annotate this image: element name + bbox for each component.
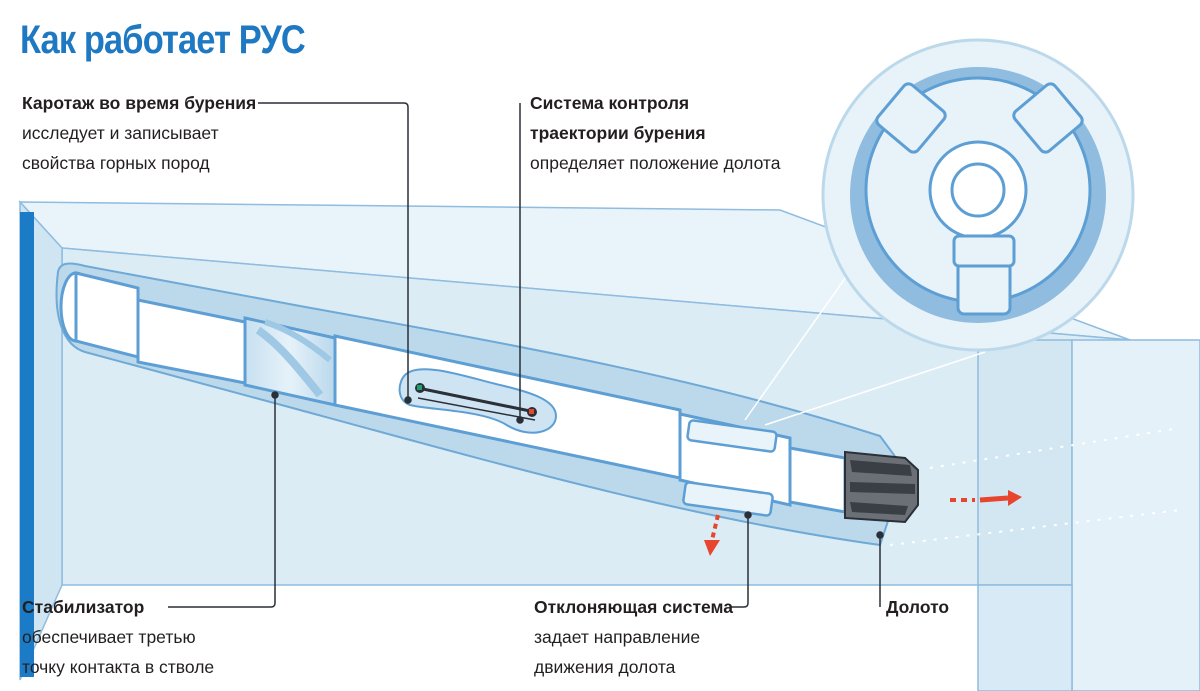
cutaway-wall	[977, 339, 1073, 586]
projection-dots	[889, 427, 1181, 546]
rock-block-edge	[20, 212, 34, 677]
label-trajectory: Система контроля траектории бурения опре…	[530, 88, 780, 178]
label-logging-line2: свойства горных пород	[22, 153, 210, 173]
label-trajectory-line1: определяет положение долота	[530, 153, 781, 173]
label-deflector-line2: движения долота	[534, 657, 676, 677]
label-stabilizer-heading: Стабилизатор	[22, 597, 145, 617]
leader-logging	[258, 102, 409, 400]
label-stabilizer-line1: обеспечивает третью	[22, 627, 196, 647]
label-trajectory-heading-1: Система контроля	[530, 93, 690, 113]
sensor-led-right	[529, 409, 534, 414]
zoom-pad-bottom	[956, 260, 1012, 316]
leader-lines	[168, 102, 884, 608]
label-logging-heading: Каротаж во время бурения	[22, 93, 257, 113]
sensor-led-left	[417, 385, 422, 390]
zoom-pad-left	[875, 82, 947, 154]
label-bit: Долото	[886, 592, 949, 622]
label-deflector-line1: задает направление	[534, 627, 701, 647]
deflector-pad-bottom	[682, 481, 774, 517]
stabilizer-blade	[255, 326, 324, 398]
bit-cutters	[850, 460, 912, 476]
leader-deflector	[730, 515, 749, 608]
leader-stabilizer	[168, 395, 276, 608]
cutaway-floor	[977, 584, 1073, 691]
deflector-pad-top	[686, 419, 778, 453]
zoom-pad-right	[1012, 82, 1084, 154]
bit-shank	[788, 446, 847, 514]
zoom-bore-inner	[950, 162, 1006, 218]
cutaway-front	[1071, 339, 1200, 691]
label-logging: Каротаж во время бурения исследует и зап…	[22, 88, 256, 178]
label-stabilizer: Стабилизатор обеспечивает третью точку к…	[22, 592, 214, 682]
bit-cutters	[850, 482, 915, 494]
label-deflector: Отклоняющая система задает направление д…	[534, 592, 733, 682]
zoom-detail	[744, 38, 1135, 426]
label-trajectory-heading-2: траектории бурения	[530, 123, 706, 143]
label-deflector-heading: Отклоняющая система	[534, 597, 733, 617]
pipe-section-1	[74, 271, 140, 359]
label-stabilizer-line2: точку контакта в стволе	[22, 657, 215, 677]
page-title: Как работает РУС	[20, 18, 306, 62]
label-logging-line1: исследует и записывает	[22, 123, 219, 143]
drill-bit	[844, 450, 919, 524]
bit-cutters	[850, 502, 908, 515]
stabilizer-blade	[264, 319, 332, 363]
label-bit-heading: Долото	[886, 597, 950, 617]
sensor-window	[398, 368, 558, 434]
